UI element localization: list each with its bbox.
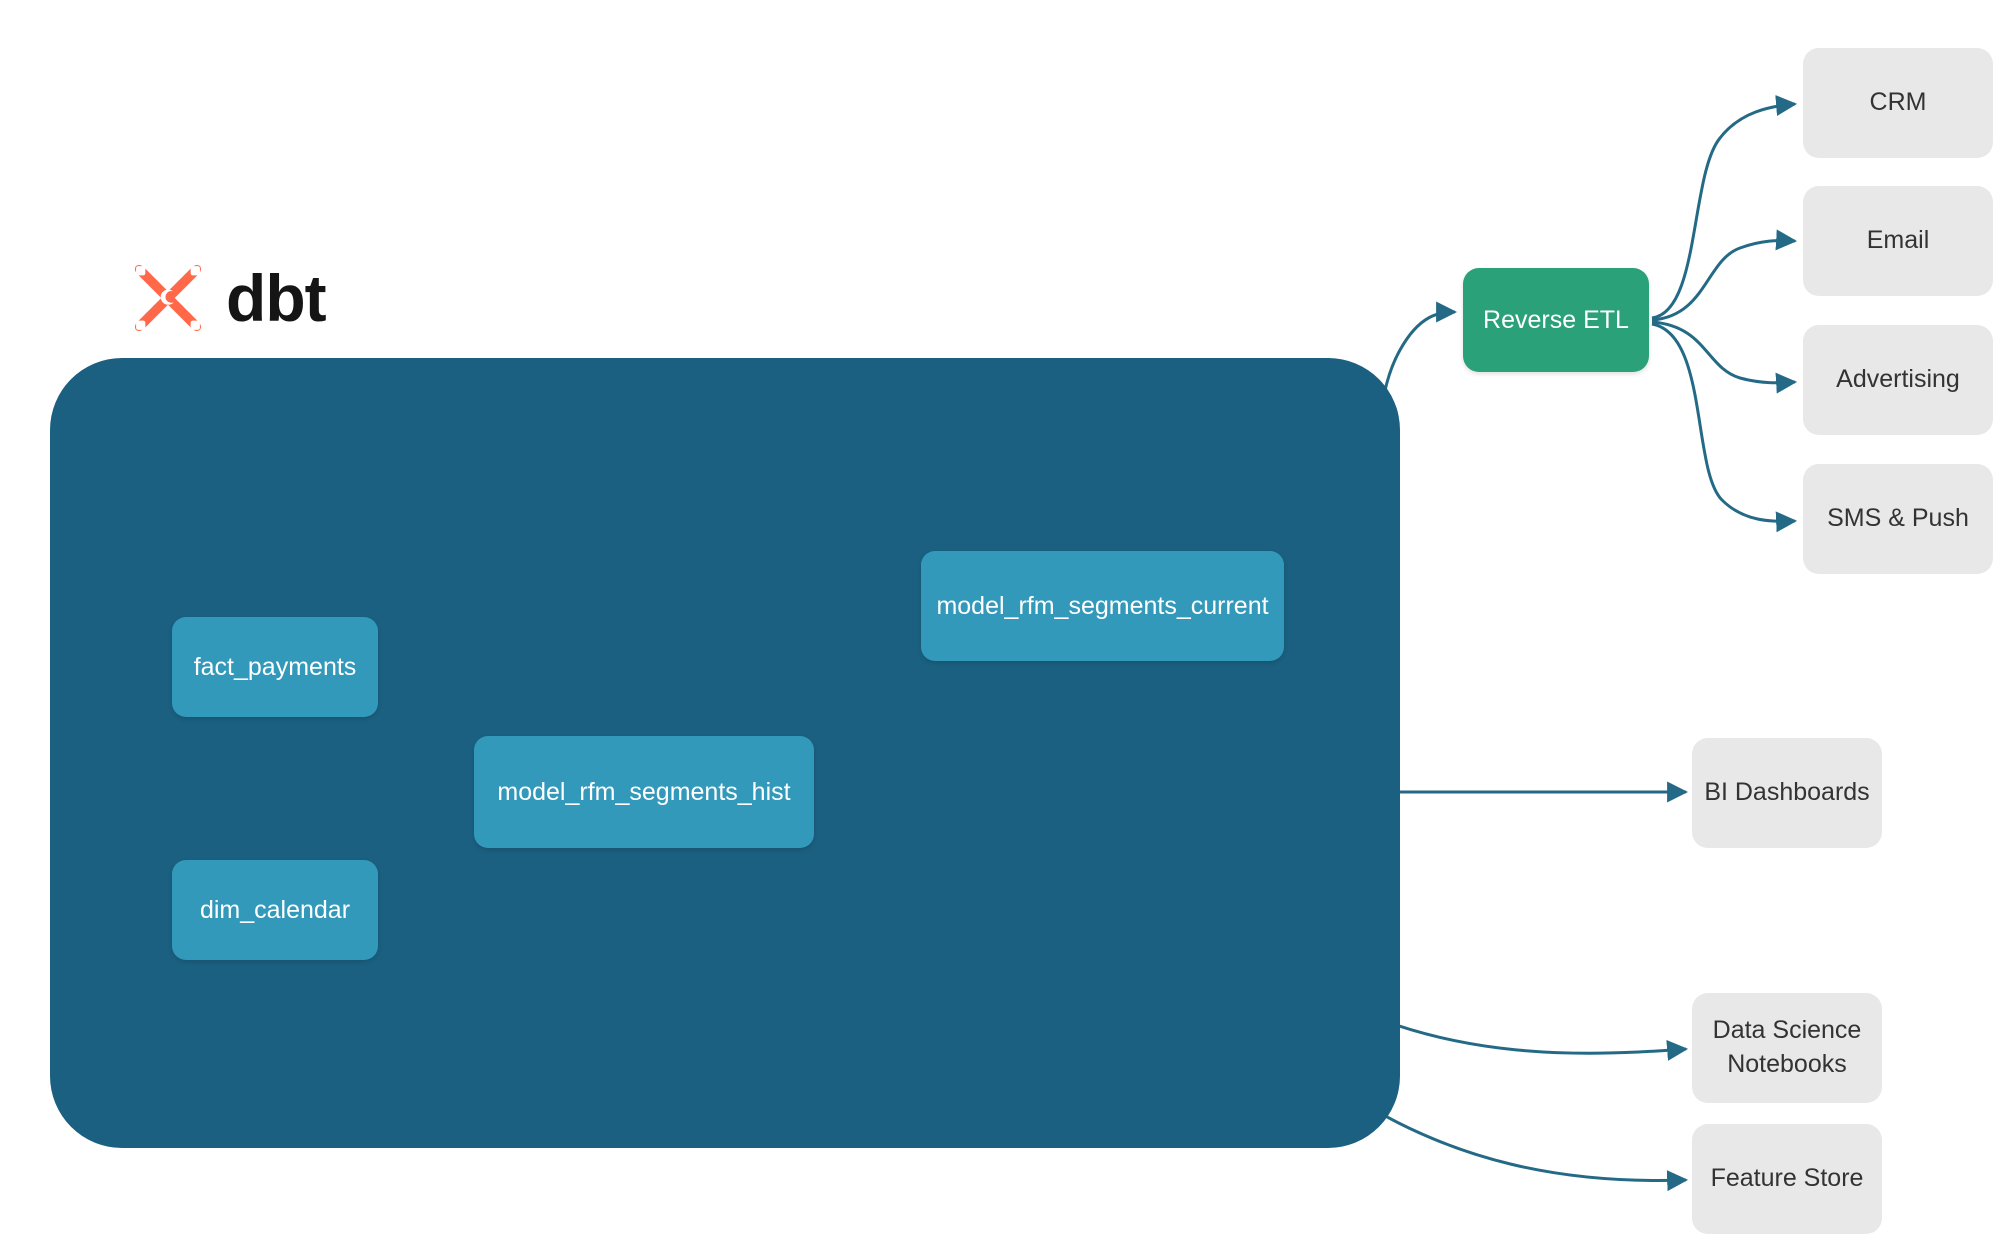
consumer-label-line2: Notebooks <box>1727 1050 1847 1078</box>
consumer-label: BI Dashboards <box>1704 778 1870 807</box>
edge-warehouse-to-ds_notebooks <box>1351 1006 1689 1061</box>
destination-label: SMS & Push <box>1827 504 1969 533</box>
model-node-label: model_rfm_segments_current <box>936 591 1269 620</box>
edge-reverse_etl-to-advertising <box>1651 320 1798 394</box>
destination-label: CRM <box>1869 88 1927 117</box>
dbt-logo-icon <box>134 264 202 332</box>
reverse-etl-label: Reverse ETL <box>1483 305 1629 334</box>
consumer-node-bi-dashboards[interactable]: BI Dashboards <box>1692 738 1882 848</box>
model-node-fact-payments[interactable]: fact_payments <box>172 617 378 717</box>
consumer-label: Data Science Notebooks <box>1713 1014 1862 1082</box>
consumer-node-feature-store[interactable]: Feature Store <box>1692 1124 1882 1234</box>
edge-reverse_etl-to-crm <box>1651 95 1798 320</box>
model-node-label: dim_calendar <box>199 895 351 924</box>
destination-node-crm[interactable]: CRM <box>1803 48 1993 158</box>
consumer-node-data-science-notebooks[interactable]: Data Science Notebooks <box>1692 993 1882 1103</box>
consumer-label: Feature Store <box>1710 1164 1864 1193</box>
model-node-label: fact_payments <box>193 652 357 681</box>
edge-reverse_etl-to-sms_push <box>1651 322 1798 533</box>
destination-label: Advertising <box>1836 365 1960 394</box>
dbt-wordmark: dbt <box>226 261 327 335</box>
model-node-dim-calendar[interactable]: dim_calendar <box>172 860 378 960</box>
edge-reverse_etl-to-email <box>1651 229 1798 322</box>
destination-node-email[interactable]: Email <box>1803 186 1993 296</box>
model-node-label: model_rfm_segments_hist <box>497 777 791 806</box>
reverse-etl-node[interactable]: Reverse ETL <box>1463 268 1649 372</box>
model-node-model-rfm-segments-hist[interactable]: model_rfm_segments_hist <box>474 736 814 848</box>
consumer-label-line1: Data Science <box>1712 1016 1862 1045</box>
destination-node-advertising[interactable]: Advertising <box>1803 325 1993 435</box>
dbt-logo: dbt <box>126 256 327 340</box>
model-node-model-rfm-segments-current[interactable]: model_rfm_segments_current <box>921 551 1284 661</box>
destination-label: Email <box>1866 226 1930 255</box>
destination-node-sms-push[interactable]: SMS & Push <box>1803 464 1993 574</box>
